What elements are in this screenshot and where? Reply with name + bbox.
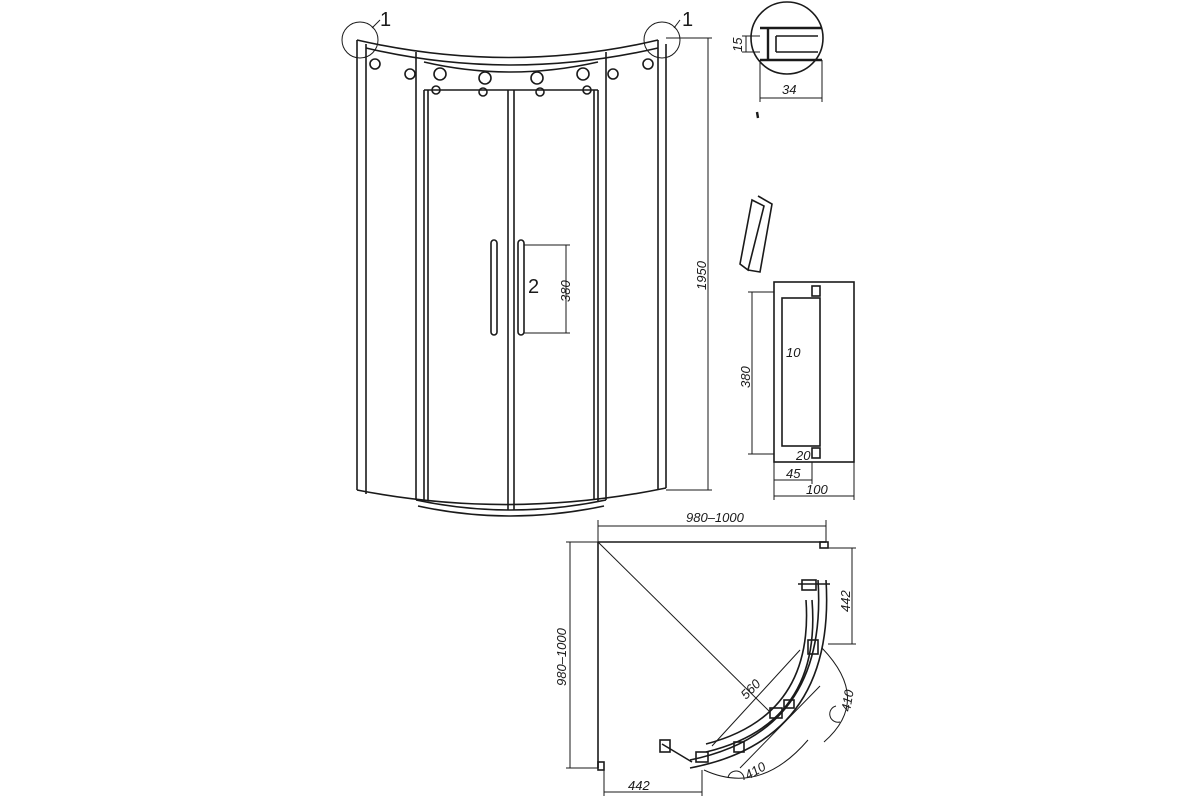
dim-profile-height: 15 [730, 37, 745, 52]
dim-profile-width: 34 [782, 82, 796, 97]
dim-side-right: 442 [838, 590, 853, 612]
dim-plan-width: 980–1000 [686, 510, 745, 525]
dim-handle-front: 380 [558, 280, 573, 302]
handle-detail: 380 10 20 45 100 [738, 195, 855, 500]
detail-marker-right: 1 [682, 9, 693, 31]
dim-plan-depth: 980–1000 [554, 627, 569, 686]
dim-overall-height: 1950 [694, 260, 709, 290]
profile-detail: 15 34 [730, 1, 824, 119]
handle-marker: 2 [528, 276, 539, 298]
dim-side-bottom: 442 [628, 778, 650, 793]
dim-handle-gap: 10 [786, 345, 801, 360]
front-view: 1 1 2 380 1950 [341, 9, 712, 517]
dim-door-right: 410 [838, 688, 857, 713]
plan-view: 560 980–1000 980–1000 442 442 410 410 [554, 510, 857, 796]
dim-handle-mount: 20 [795, 448, 811, 463]
dim-radius: 560 [738, 676, 764, 702]
dim-handle-depth: 45 [786, 466, 801, 481]
detail-marker-left: 1 [380, 9, 391, 31]
dim-handle-total: 100 [806, 482, 828, 497]
dim-handle-length: 380 [738, 366, 753, 388]
